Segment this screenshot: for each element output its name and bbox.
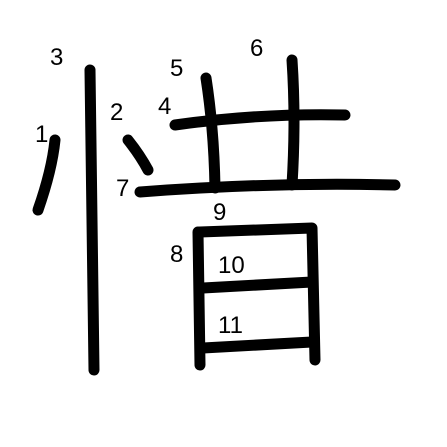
stroke-2 bbox=[122, 134, 154, 176]
stroke-number-5: 5 bbox=[170, 55, 183, 82]
stroke-number-6: 6 bbox=[250, 35, 263, 62]
stroke-number-8: 8 bbox=[170, 241, 183, 268]
stroke-6 bbox=[286, 54, 300, 191]
character-strokes bbox=[32, 54, 401, 376]
stroke-number-9: 9 bbox=[213, 199, 226, 226]
stroke-7 bbox=[134, 178, 401, 198]
stroke-5 bbox=[200, 72, 221, 194]
stroke-number-4: 4 bbox=[158, 93, 171, 120]
stroke-number-11: 11 bbox=[218, 312, 243, 339]
stroke-number-3: 3 bbox=[50, 44, 63, 71]
stroke-number-1: 1 bbox=[35, 121, 48, 148]
stroke-number-7: 7 bbox=[116, 175, 129, 202]
stroke-3 bbox=[84, 64, 100, 376]
stroke-number-2: 2 bbox=[110, 99, 123, 126]
stroke-1 bbox=[32, 134, 61, 216]
stroke-11 bbox=[197, 336, 318, 354]
stroke-order-numbers: 1 2 3 4 5 6 7 8 9 10 11 bbox=[35, 35, 263, 339]
stroke-8 bbox=[192, 226, 206, 371]
stroke-number-10: 10 bbox=[218, 252, 245, 279]
stroke-10 bbox=[197, 276, 318, 294]
stroke-9 bbox=[194, 222, 321, 366]
stroke-4 bbox=[169, 109, 351, 131]
